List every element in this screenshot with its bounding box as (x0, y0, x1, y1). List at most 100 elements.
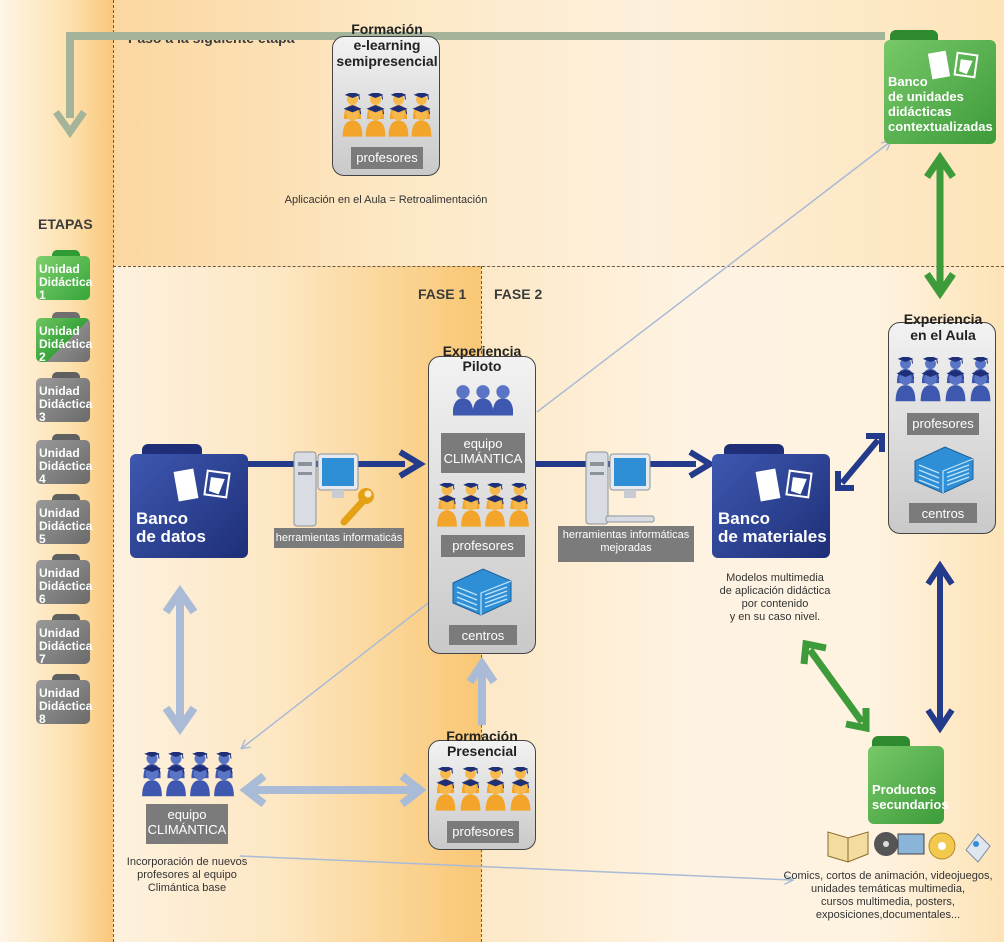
computer-wrench-icon (293, 451, 374, 527)
banco-unidades-l1: Banco (888, 74, 928, 89)
etapa-label-2: Didáctica 3 (39, 397, 93, 424)
computer-icon (585, 451, 655, 525)
etapa-label-2: Didáctica 1 (39, 275, 93, 302)
elearning-box[interactable]: Formación e-learning semipresencial prof… (332, 21, 440, 176)
fase2-heading: FASE 2 (494, 286, 543, 302)
mouse-icon (965, 833, 991, 863)
feedback-loop-arrow (53, 32, 885, 139)
etapa-label-1: Unidad (39, 506, 80, 520)
productos-caption-1: Comics, cortos de animación, videojuegos… (783, 870, 993, 882)
piloto-equipo-1: equipo (463, 436, 503, 451)
teachers-group-icon (435, 767, 531, 811)
etapas-heading: ETAPAS (38, 216, 93, 232)
etapa-label-2: Didáctica 2 (39, 337, 93, 364)
banco-materiales-l2: de materiales (718, 527, 827, 546)
materiales-caption-2: de aplicación didáctica (719, 585, 831, 597)
elearning-title: Formación e-learning semipresencial (321, 21, 453, 69)
productos-caption: Comics, cortos de animación, videojuegos… (772, 870, 1004, 922)
banco-unidades-l4: contextualizadas (888, 119, 993, 134)
book-icon (827, 831, 869, 863)
school-building-icon (914, 446, 974, 494)
etapa-label-2: Didáctica 5 (39, 519, 93, 546)
banco-unidades-label: Banco de unidades didácticas contextuali… (888, 74, 993, 134)
banco-unidades-folder[interactable]: Banco de unidades didácticas contextuali… (884, 30, 996, 144)
banco-unidades-l3: didácticas (888, 104, 952, 119)
aula-centros-label: centros (909, 503, 977, 523)
document-icon (755, 468, 813, 502)
elearning-title-2: e-learning (353, 37, 421, 53)
arrow-aula-productos (925, 560, 955, 734)
productos-folder[interactable]: Productos secundarios (868, 736, 949, 824)
piloto-title-2: Piloto (462, 358, 502, 374)
banco-datos-l2: de datos (136, 527, 206, 546)
banco-datos-l1: Banco (136, 509, 188, 528)
banco-datos-folder[interactable]: Banco de datos (130, 444, 248, 558)
productos-l1: Productos (872, 782, 937, 797)
navy-teachers-group-icon (895, 357, 991, 402)
presencial-title: Formación Presencial (429, 729, 535, 759)
arrow-unidades-aula (924, 151, 956, 300)
arrow-presencial-piloto (466, 656, 498, 725)
etapa-label-1: Unidad (39, 686, 80, 700)
equipo-caption-1: Incorporación de nuevos (126, 856, 248, 868)
document-icon (173, 468, 231, 502)
etapa-label-2: Didáctica 6 (39, 579, 93, 606)
piloto-equipo-label: equipo CLIMÁNTICA (441, 433, 525, 473)
teachers-group-icon (342, 93, 432, 137)
productos-label: Productos secundarios (872, 782, 949, 812)
banco-materiales-label: Banco de materiales (718, 510, 827, 546)
piloto-equipo-2: CLIMÁNTICA (443, 451, 523, 466)
piloto-title: Experiencia Piloto (429, 344, 535, 374)
elearning-profesores-label: profesores (351, 147, 423, 169)
equipo-caption-3: Climántica base (147, 882, 227, 894)
elearning-caption: Aplicación en el Aula = Retroalimentació… (284, 194, 488, 206)
banco-materiales-folder[interactable]: Banco de materiales (712, 444, 830, 558)
equipo-base-l1: equipo (167, 807, 207, 822)
team-group-icon (453, 385, 513, 416)
tools2-l2: mejoradas (600, 542, 652, 554)
productos-l2: secundarios (872, 797, 949, 812)
presencial-box[interactable]: Formación Presencial profesores (428, 729, 536, 850)
cd-icon (928, 832, 956, 860)
piloto-profesores-label: profesores (441, 535, 525, 557)
divider-etapas (113, 0, 114, 942)
document-icon (927, 50, 979, 80)
aula-profesores-label: profesores (907, 413, 979, 435)
piloto-centros-label: centros (449, 625, 517, 645)
equipo-caption-2: profesores al equipo (137, 869, 237, 881)
school-building-icon (452, 568, 512, 616)
aula-box[interactable]: Experiencia en el Aula profesores centro… (888, 311, 996, 534)
etapa-label-1: Unidad (39, 324, 80, 338)
elearning-title-3: semipresencial (336, 53, 438, 69)
arrow-materiales-productos (800, 639, 870, 733)
connector-piloto-to-equipo (242, 599, 433, 748)
etapa-label-1: Unidad (39, 262, 80, 276)
background-top-band (113, 0, 1004, 266)
productos-caption-2: unidades temáticas multimedia, (810, 883, 966, 895)
productos-caption-3: cursos multimedia, posters, (821, 896, 955, 908)
etapa-label-1: Unidad (39, 384, 80, 398)
equipo-base-label: equipo CLIMÁNTICA (146, 804, 228, 844)
fase1-heading: FASE 1 (418, 286, 467, 302)
materiales-caption-4: y en su caso nivel. (729, 611, 821, 623)
arrow-materiales-aula (835, 433, 885, 491)
media-products-icons (827, 831, 991, 863)
etapa-label-2: Didáctica 8 (39, 699, 93, 726)
piloto-box[interactable]: Experiencia Piloto equipo CLIMÁNTICA pro… (428, 344, 536, 654)
